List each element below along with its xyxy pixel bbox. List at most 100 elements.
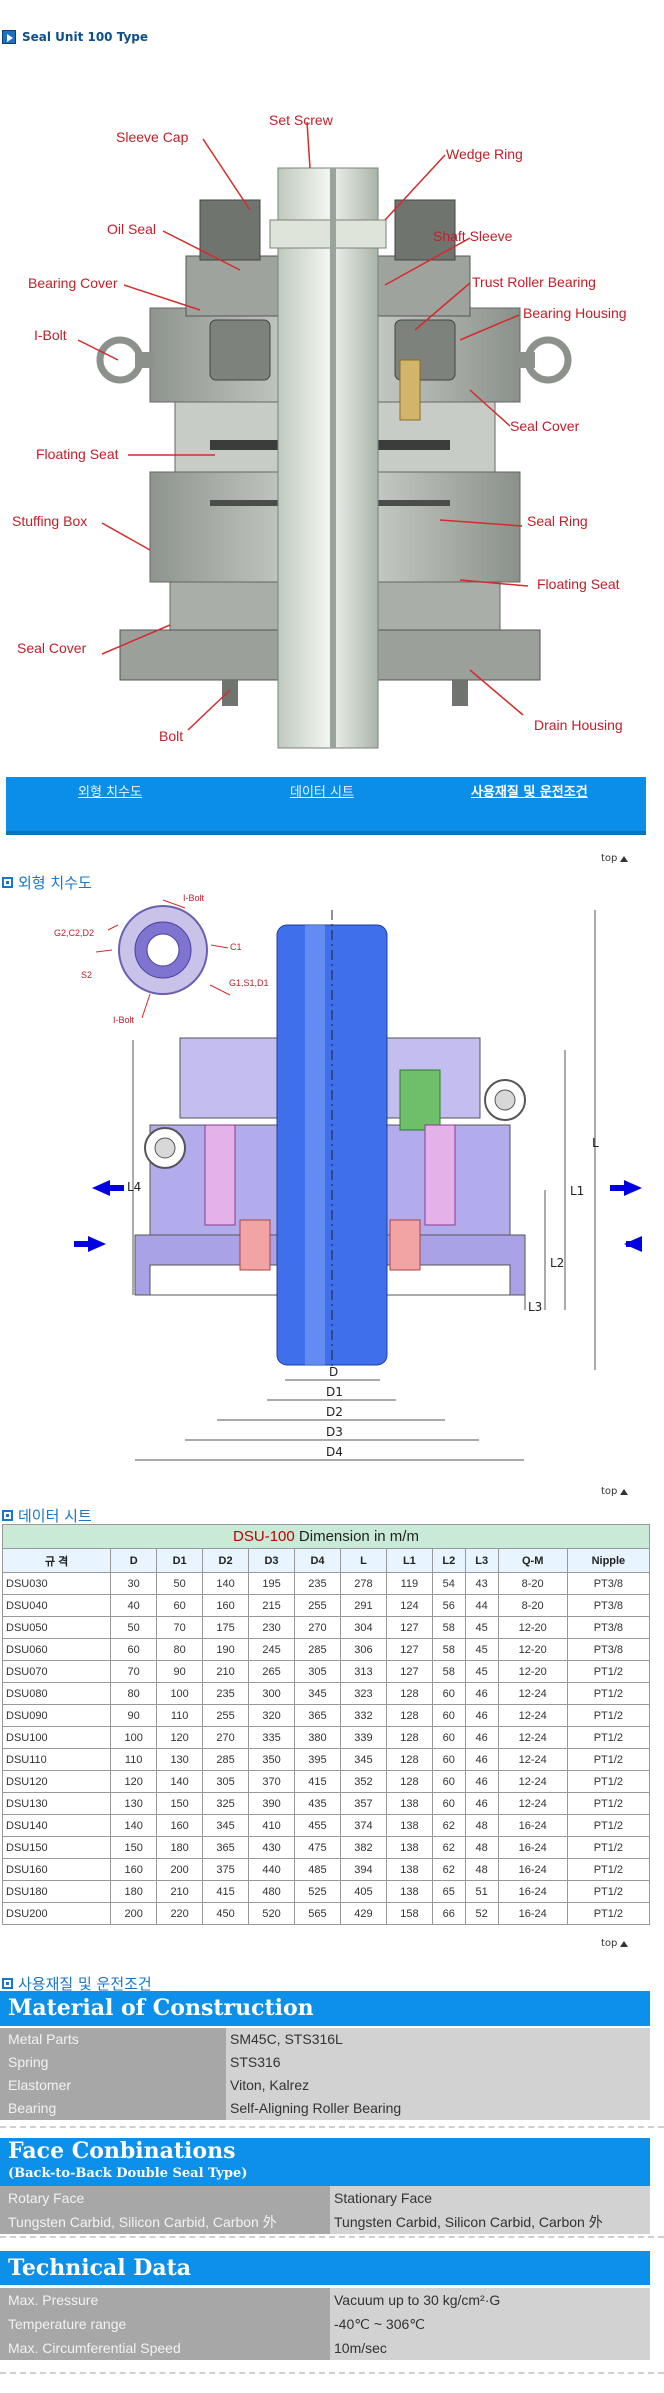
table-cell-model: DSU080 (1, 1682, 112, 1705)
table-cell: 62 (431, 1858, 466, 1881)
table-header-cell: D2 (202, 1548, 250, 1573)
table-cell: 235 (294, 1572, 341, 1595)
table-cell: 60 (431, 1792, 466, 1815)
table-cell: 40 (110, 1594, 158, 1617)
table-cell: PT1/2 (566, 1902, 651, 1925)
table-cell: 525 (294, 1880, 341, 1903)
table-cell: 43 (464, 1572, 499, 1595)
table-cell: 128 (385, 1726, 433, 1749)
table-cell: 291 (339, 1594, 387, 1617)
table-cell: 138 (385, 1836, 433, 1859)
table-cell: 195 (248, 1572, 295, 1595)
table-cell: PT1/2 (566, 1682, 651, 1705)
table-cell: 160 (202, 1594, 250, 1617)
table-cell: 375 (202, 1858, 250, 1881)
table-cell: 130 (156, 1748, 204, 1771)
table-cell: 304 (339, 1616, 387, 1639)
section-title-dimensions: 외형 치수도 (2, 872, 92, 893)
label-bearing-cover: Bearing Cover (28, 275, 118, 291)
table-cell: 12-24 (497, 1682, 568, 1705)
dim-label-c1: C1 (230, 942, 242, 952)
table-cell: 220 (156, 1902, 204, 1925)
table-header-cell: D3 (248, 1548, 295, 1573)
table-cell: 305 (202, 1770, 250, 1793)
table-cell: 395 (294, 1748, 341, 1771)
nav-link-dimensions[interactable]: 외형 치수도 (78, 785, 142, 800)
faces-title: Face Conbinations (8, 2138, 236, 2164)
table-cell: 150 (110, 1836, 158, 1859)
top-link-2[interactable]: top (601, 1486, 629, 1497)
table-cell-model: DSU060 (1, 1638, 112, 1661)
table-cell: 450 (202, 1902, 250, 1925)
table-cell: 350 (248, 1748, 295, 1771)
table-cell: 62 (431, 1836, 466, 1859)
nav-link-datasheet[interactable]: 데이터 시트 (290, 785, 354, 800)
table-header-cell: Q-M (497, 1548, 568, 1573)
table-cell: 138 (385, 1814, 433, 1837)
dim-label-g1: G1,S1,D1 (229, 978, 269, 988)
table-cell: 51 (464, 1880, 499, 1903)
dim-label-D3: D3 (326, 1425, 343, 1439)
faces-row-value: Tungsten Carbid, Silicon Carbid, Carbon … (330, 2210, 650, 2234)
table-cell: 345 (202, 1814, 250, 1837)
table-cell: 90 (110, 1704, 158, 1727)
table-header-cell: L1 (385, 1548, 433, 1573)
materials-row-key: Metal Parts (0, 2028, 226, 2051)
table-cell: 30 (110, 1572, 158, 1595)
table-cell: PT1/2 (566, 1836, 651, 1859)
table-cell: PT1/2 (566, 1770, 651, 1793)
divider-2 (0, 2236, 664, 2238)
table-cell: 46 (464, 1682, 499, 1705)
table-cell: 16-24 (497, 1880, 568, 1903)
top-link-3[interactable]: top (601, 1938, 629, 1949)
top-link-1[interactable]: top (601, 853, 629, 864)
table-cell: 323 (339, 1682, 387, 1705)
page-title: Seal Unit 100 Type (22, 30, 149, 44)
table-cell: 70 (110, 1660, 158, 1683)
table-cell: 46 (464, 1726, 499, 1749)
table-cell: 56 (431, 1594, 466, 1617)
table-cell: 210 (156, 1880, 204, 1903)
dim-label-D4: D4 (326, 1445, 343, 1459)
table-cell: 127 (385, 1616, 433, 1639)
label-bolt: Bolt (159, 728, 184, 744)
table-cell: 382 (339, 1836, 387, 1859)
table-cell-model: DSU200 (1, 1902, 112, 1925)
nav-link-materials[interactable]: 사용재질 및 운전조건 (471, 785, 588, 800)
table-cell: 255 (202, 1704, 250, 1727)
label-seal-cover-right: Seal Cover (510, 418, 580, 434)
table-cell: 8-20 (497, 1594, 568, 1617)
table-cell: 270 (202, 1726, 250, 1749)
table-cell: 128 (385, 1748, 433, 1771)
table-cell: 128 (385, 1704, 433, 1727)
table-cell: 430 (248, 1836, 295, 1859)
table-cell: 120 (110, 1770, 158, 1793)
technical-row-key: Max. Pressure (0, 2288, 330, 2312)
faces-row: Tungsten Carbid, Silicon Carbid, Carbon … (0, 2210, 650, 2234)
table-cell: 285 (202, 1748, 250, 1771)
label-wedge-ring: Wedge Ring (446, 146, 523, 162)
table-cell: 180 (156, 1836, 204, 1859)
table-cell: 320 (248, 1704, 295, 1727)
table-cell: 110 (110, 1748, 158, 1771)
table-cell: 8-20 (497, 1572, 568, 1595)
table-cell: PT1/2 (566, 1814, 651, 1837)
faces-title-block: Face Conbinations (Back-to-Back Double S… (0, 2138, 650, 2186)
label-i-bolt: I-Bolt (34, 327, 67, 343)
table-cell: 58 (431, 1616, 466, 1639)
table-cell-model: DSU090 (1, 1704, 112, 1727)
table-cell-model: DSU160 (1, 1858, 112, 1881)
table-header-cell: Nipple (566, 1548, 651, 1573)
table-cell: 12-24 (497, 1792, 568, 1815)
table-caption-rest: Dimension in m/m (294, 1528, 419, 1545)
